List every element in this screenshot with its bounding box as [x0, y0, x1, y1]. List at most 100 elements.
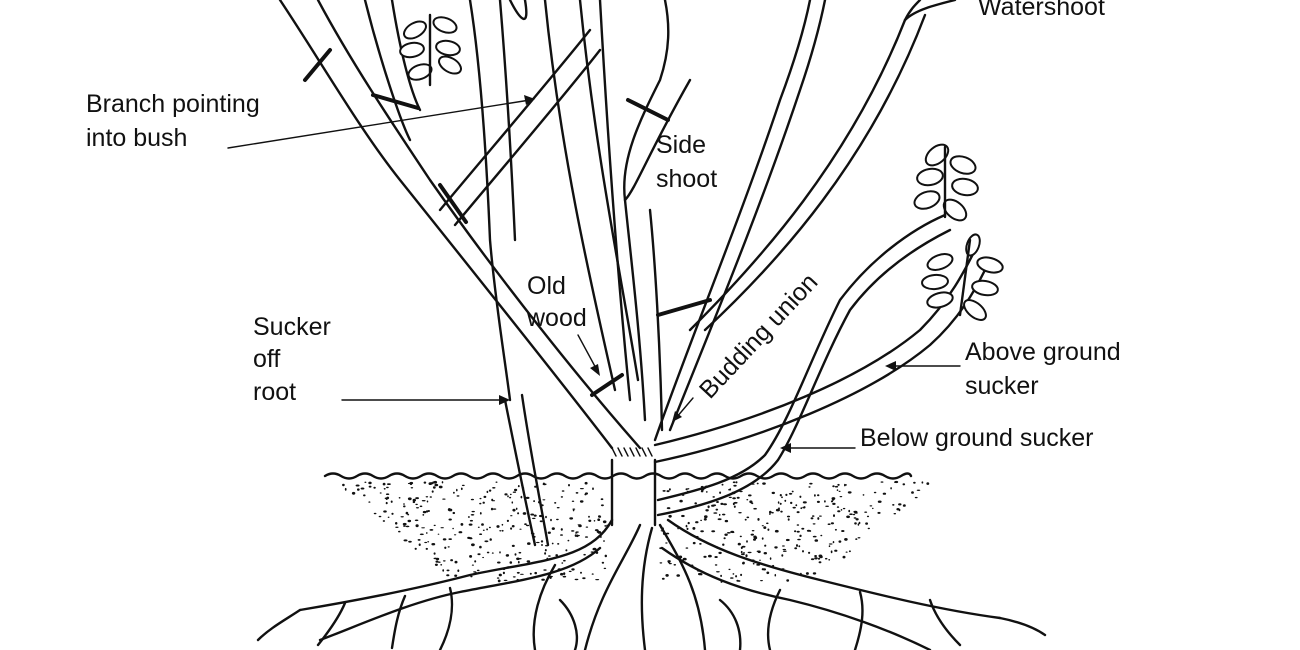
soil-dot	[720, 502, 724, 505]
soil-dot	[712, 504, 717, 507]
soil-dot	[450, 559, 453, 562]
soil-dot	[774, 573, 777, 577]
soil-dot	[834, 549, 838, 552]
soil-dot	[483, 495, 487, 498]
soil-dot	[412, 500, 416, 504]
soil-dot	[415, 524, 419, 528]
soil-dot	[720, 574, 722, 578]
soil-dot	[516, 557, 520, 561]
soil-dot	[433, 524, 436, 527]
label-watershoot: Watershoot	[978, 0, 1105, 21]
soil-dot	[398, 530, 401, 533]
soil-dot	[600, 504, 604, 507]
soil-dot	[666, 490, 670, 493]
soil-dot	[810, 517, 814, 520]
soil-dot	[517, 512, 520, 515]
soil-dot	[665, 574, 669, 577]
soil-dot	[659, 562, 663, 564]
soil-dot	[481, 523, 484, 526]
soil-dot	[488, 489, 492, 492]
soil-dot	[509, 496, 512, 499]
soil-dot	[585, 526, 589, 528]
soil-dot	[515, 507, 518, 510]
soil-dot	[575, 531, 579, 533]
soil-dot	[547, 531, 551, 534]
soil-dot	[707, 505, 710, 509]
soil-dot	[763, 526, 767, 529]
soil-dot	[422, 514, 425, 516]
soil-dot	[516, 571, 520, 574]
soil-dot	[534, 571, 537, 575]
soil-dot	[810, 558, 815, 561]
soil-dot	[368, 501, 371, 503]
soil-dot	[454, 560, 458, 564]
soil-dot	[797, 538, 801, 541]
soil-dot	[756, 550, 761, 553]
soil-dot	[812, 572, 817, 575]
soil-dot	[740, 573, 743, 577]
soil-dot	[509, 493, 512, 496]
soil-dot	[423, 481, 427, 484]
soil-dot	[685, 524, 688, 528]
soil-dot	[834, 485, 839, 488]
label-budding-union: Budding union	[694, 268, 824, 404]
soil-dot	[781, 496, 783, 499]
soil-dot	[828, 543, 833, 545]
soil-dot	[544, 552, 547, 555]
pruning-cuts	[303, 48, 712, 397]
soil-dot	[452, 527, 454, 530]
soil-dot	[592, 487, 594, 491]
label-branch-pointing: Branch pointing	[86, 90, 260, 118]
soil-dot	[489, 538, 492, 541]
soil-dot	[735, 575, 738, 578]
soil-dot	[667, 560, 671, 563]
soil-dot	[705, 509, 709, 512]
soil-dot	[488, 526, 491, 529]
soil-dot	[728, 568, 731, 571]
soil-dot	[512, 576, 516, 578]
soil-dot	[395, 526, 399, 528]
soil-dot	[560, 572, 564, 576]
soil-dot	[685, 547, 689, 549]
soil-dot	[824, 500, 826, 503]
soil-dot	[795, 504, 798, 507]
soil-dot	[448, 508, 450, 510]
soil-dot	[740, 550, 743, 554]
soil-dot	[582, 577, 586, 580]
soil-dot	[433, 552, 436, 555]
soil-dot	[808, 551, 811, 554]
label-wood: wood	[526, 304, 587, 332]
soil-dot	[539, 520, 543, 523]
soil-dot	[532, 517, 536, 520]
soil-dot	[461, 484, 465, 487]
soil-dot	[774, 546, 778, 549]
soil-dot	[542, 499, 546, 501]
soil-dot	[817, 517, 820, 520]
soil-dot	[847, 491, 852, 494]
soil-dot	[748, 494, 752, 497]
soil-dot	[517, 485, 520, 488]
soil-dot	[668, 488, 671, 491]
soil-dot	[817, 494, 820, 497]
soil-dot	[742, 562, 745, 565]
soil-dot	[512, 508, 516, 512]
soil-dot	[747, 551, 752, 554]
soil-dot	[434, 563, 438, 566]
soil-dot	[431, 543, 436, 546]
soil-dot	[479, 533, 483, 535]
soil-dot	[913, 481, 916, 484]
soil-dot	[766, 571, 770, 575]
soil-dot	[692, 527, 696, 530]
soil-dot	[827, 523, 831, 525]
soil-dot	[703, 518, 707, 521]
soil-dot	[854, 522, 857, 525]
soil-dot	[486, 528, 488, 531]
soil-dot	[357, 488, 360, 491]
soil-dot	[574, 534, 577, 537]
soil-dot	[848, 509, 851, 513]
soil-dot	[497, 579, 501, 583]
soil-dot	[729, 488, 732, 491]
soil-dot	[572, 508, 576, 510]
soil-dot	[431, 490, 434, 493]
